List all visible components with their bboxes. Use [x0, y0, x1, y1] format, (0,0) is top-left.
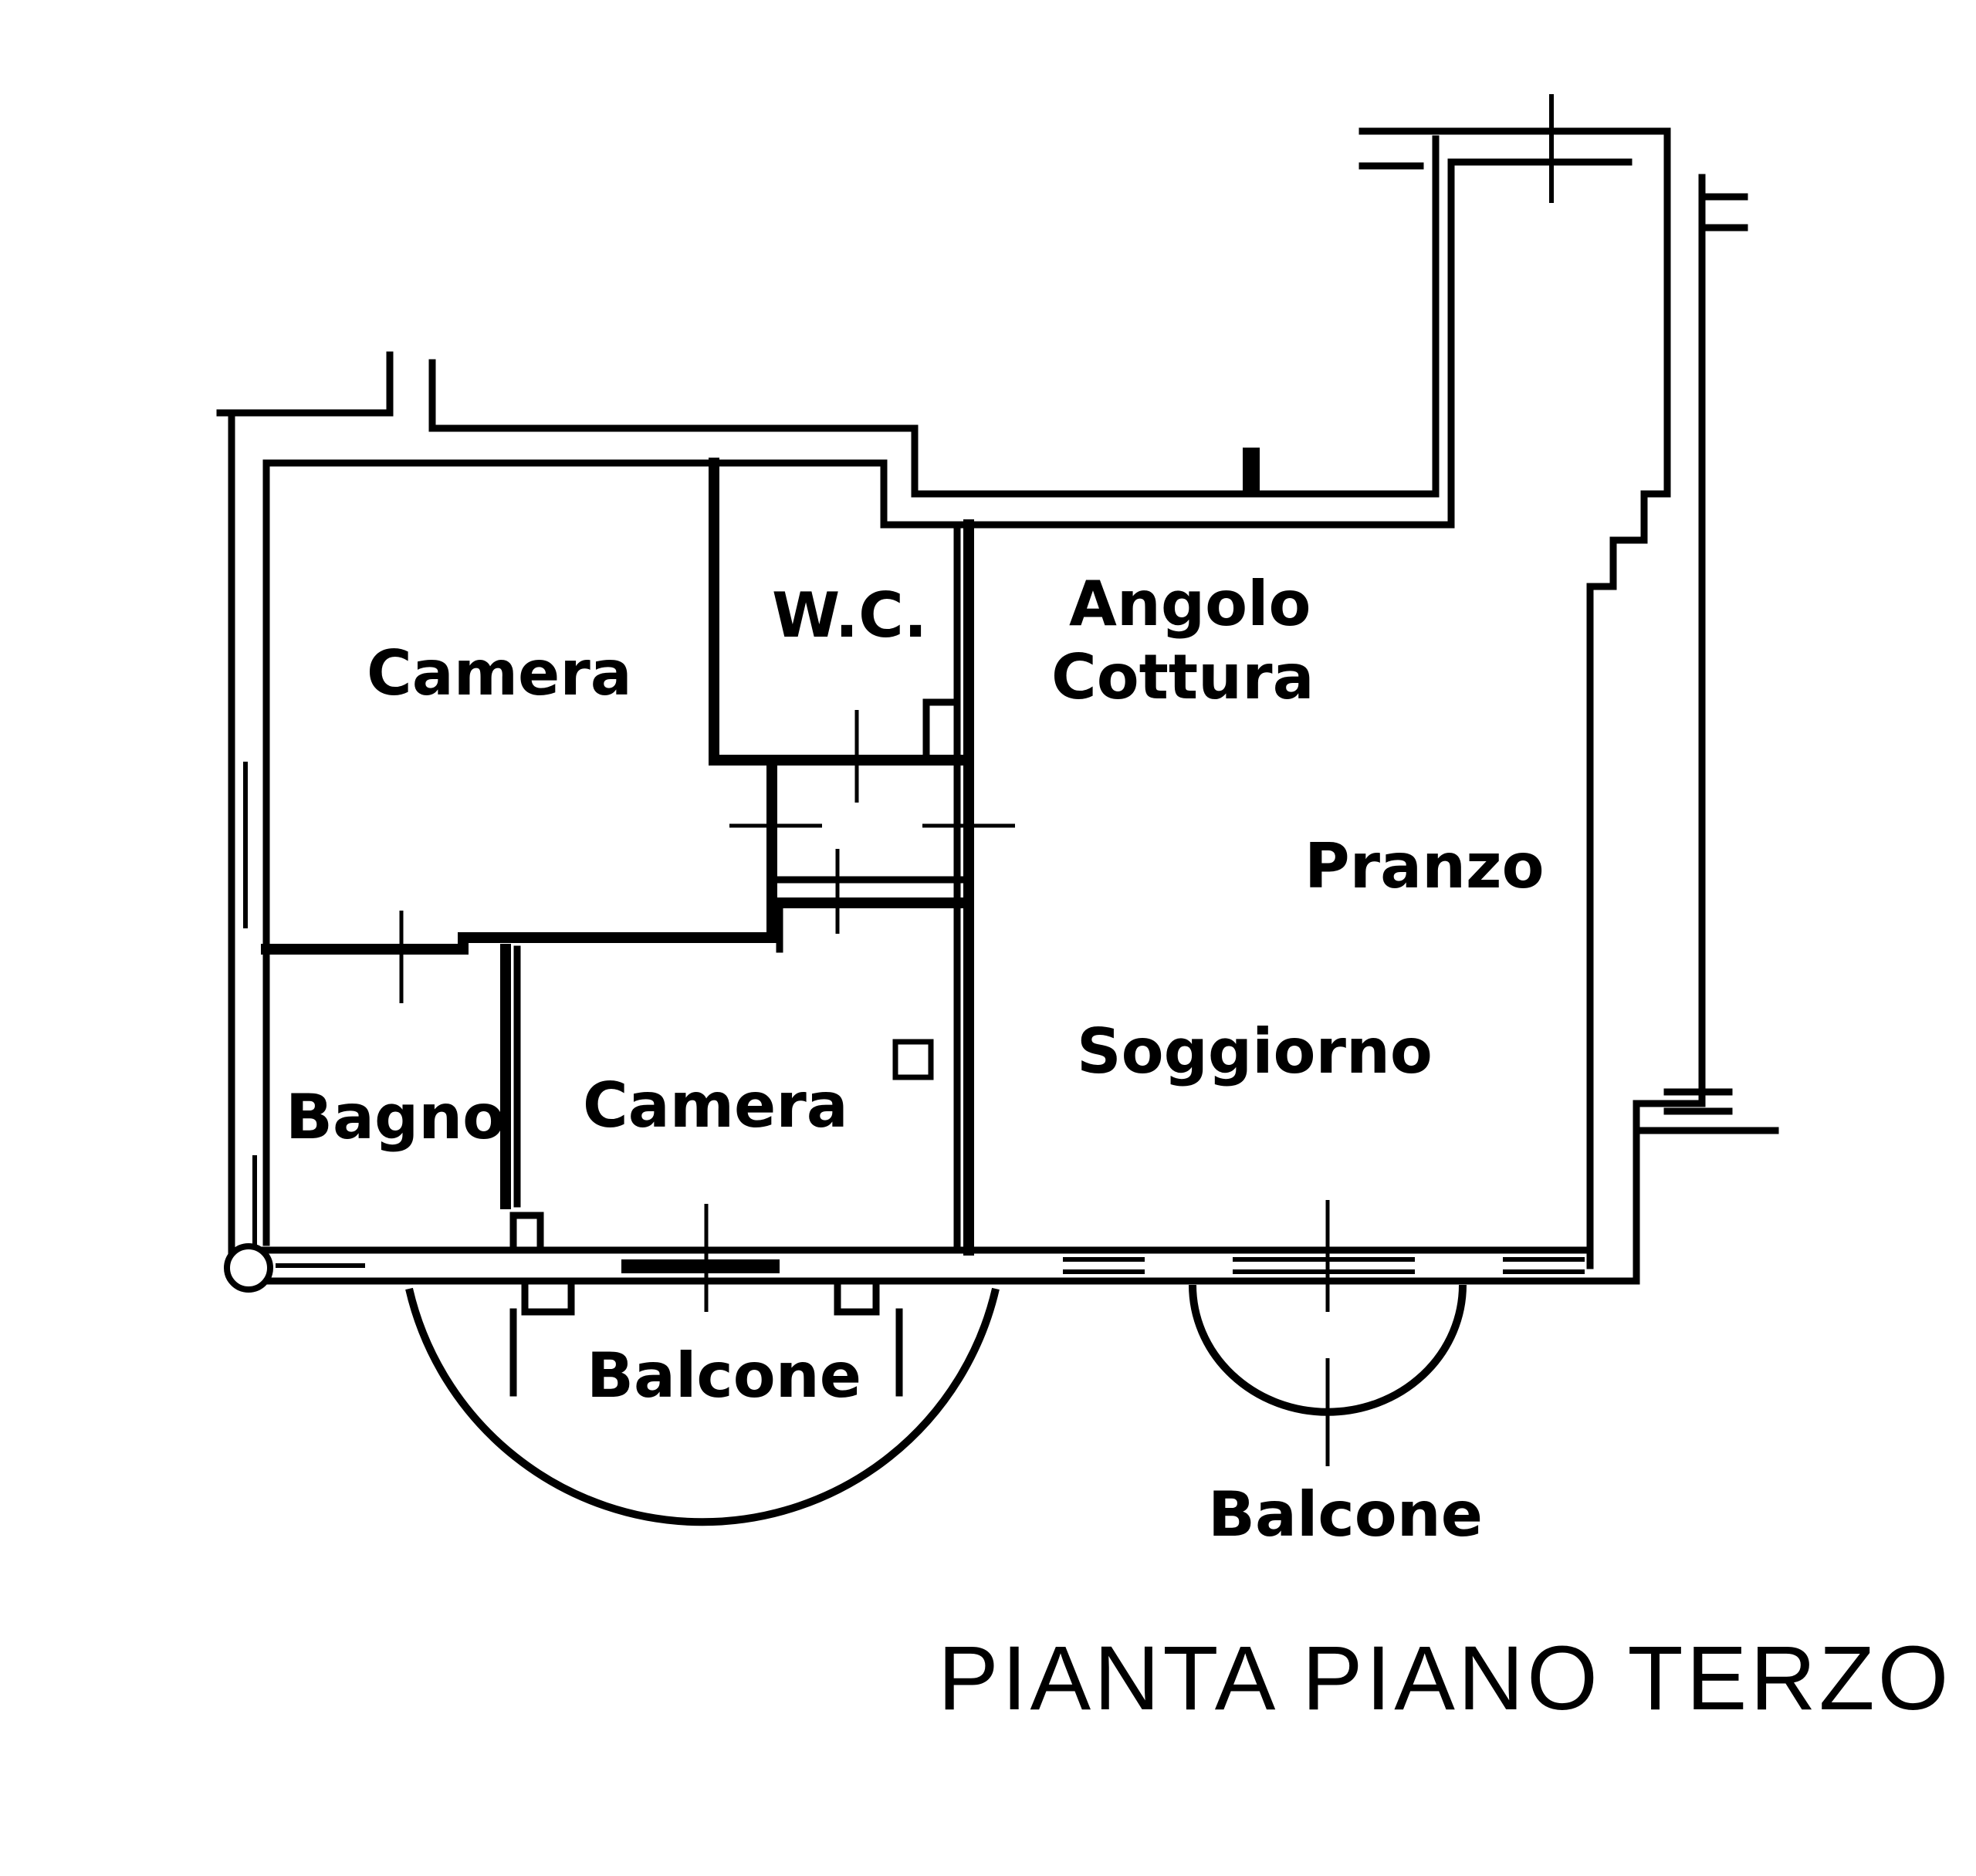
- room-label-camera-2: Camera: [583, 1070, 848, 1141]
- room-label-camera-1: Camera: [367, 637, 632, 709]
- room-label-balcone-2: Balcone: [1208, 1479, 1483, 1550]
- balcony-left: [405, 1287, 1000, 1526]
- room-label-balcone-1: Balcone: [587, 1340, 861, 1411]
- outer-walls: [216, 94, 1779, 1293]
- room-label-pranzo: Pranzo: [1304, 830, 1545, 902]
- room-label-cottura: Cottura: [1051, 641, 1315, 713]
- interior-walls: [261, 448, 1260, 1256]
- bottom-windows: [276, 1212, 1585, 1316]
- plan-title: PIANTA PIANO TERZO: [938, 1628, 1951, 1729]
- balcony-right: [1189, 1284, 1467, 1416]
- room-label-angolo: Angolo: [1069, 568, 1311, 640]
- room-label-soggiorno: Soggiorno: [1077, 1016, 1433, 1087]
- door-marks: [399, 710, 1330, 1466]
- room-label-bagno: Bagno: [286, 1081, 505, 1153]
- room-label-wc: W.C.: [772, 580, 927, 651]
